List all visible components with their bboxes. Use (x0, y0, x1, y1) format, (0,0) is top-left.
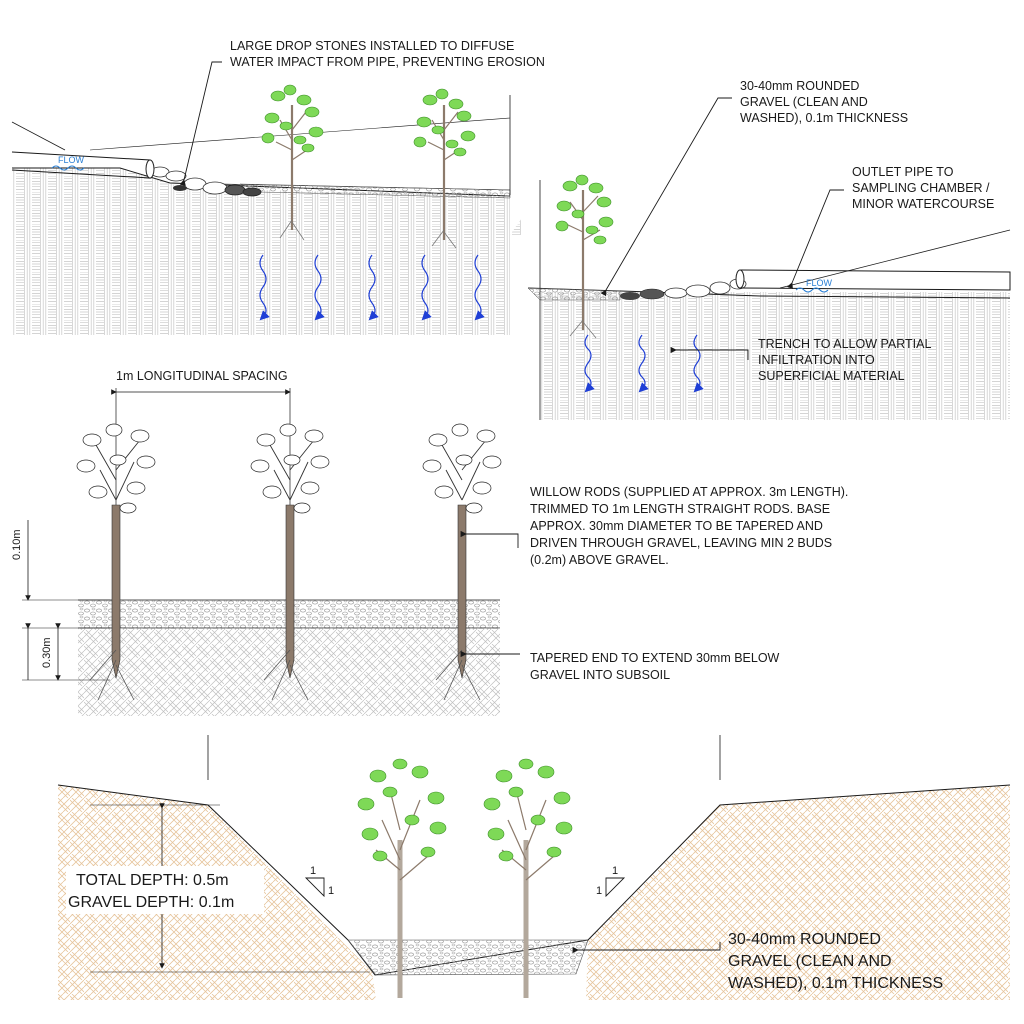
willow-callout-line2: TRIMMED TO 1m LENGTH STRAIGHT RODS. BASE (530, 502, 830, 516)
willow-tree-bottom-2 (483, 758, 573, 998)
drop-stones-callout-line1: LARGE DROP STONES INSTALLED TO DIFFUSE (230, 39, 514, 53)
slope-left-rise: 1 (310, 865, 316, 877)
trench-callout-line3: SUPERFICIAL MATERIAL (758, 369, 905, 383)
tapered-callout-line2: GRAVEL INTO SUBSOIL (530, 668, 670, 682)
middle-section: 1m LONGITUDINAL SPACING 0.10m 0.30m (11, 369, 848, 716)
willow-callout-line1: WILLOW RODS (SUPPLIED AT APPROX. 3m LENG… (530, 485, 848, 499)
willow-tree-top-left-2 (413, 88, 476, 249)
outlet-callout-line3: MINOR WATERCOURSE (852, 197, 994, 211)
gravel-callout-bottom-line1: 30-40mm ROUNDED (728, 931, 881, 948)
willow-tree-top-right (555, 174, 614, 339)
spacing-dimension: 1m LONGITUDINAL SPACING (111, 369, 291, 520)
bottom-section: TOTAL DEPTH: 0.5m GRAVEL DEPTH: 0.1m 1 1… (57, 735, 1011, 1000)
slope-right-run: 1 (596, 885, 602, 897)
depth-dimensions: 0.10m 0.30m (11, 520, 110, 681)
willow-rod-1 (76, 423, 156, 701)
tapered-callout-line1: TAPERED END TO EXTEND 30mm BELOW (530, 651, 780, 665)
top-right-section: FLOW 30-40mm ROUNDED GRAVEL (CLEAN AND W… (527, 79, 1011, 420)
dim-label-upper: 0.10m (11, 529, 23, 560)
willow-tree-top-left-1 (261, 84, 324, 241)
outlet-callout-line1: OUTLET PIPE TO (852, 165, 954, 179)
slope-indicator-right: 1 1 (596, 865, 626, 898)
outlet-callout-line2: SAMPLING CHAMBER / (852, 181, 990, 195)
gravel-callout-bottom-line3: WASHED), 0.1m THICKNESS (728, 975, 943, 992)
flow-label-left: FLOW (58, 155, 85, 165)
willow-callout-line5: (0.2m) ABOVE GRAVEL. (530, 553, 669, 567)
gravel-callout-top-line1: 30-40mm ROUNDED (740, 79, 859, 93)
willow-callout-line3: APPROX. 30mm DIAMETER TO BE TAPERED AND (530, 519, 823, 533)
inlet-pipe (11, 151, 155, 179)
infiltration-arrows-right (584, 334, 704, 393)
total-depth-label: TOTAL DEPTH: 0.5m (76, 872, 229, 889)
gravel-callout-top-line3: WASHED), 0.1m THICKNESS (740, 111, 908, 125)
slope-left-run: 1 (328, 885, 334, 897)
infiltration-arrows-left (259, 254, 485, 321)
dim-label-lower: 0.30m (41, 637, 53, 668)
willow-tree-bottom-1 (357, 758, 447, 998)
trench-callout-line1: TRENCH TO ALLOW PARTIAL (758, 337, 931, 351)
gravel-depth-label: GRAVEL DEPTH: 0.1m (68, 894, 234, 911)
drop-stones-callout-line2: WATER IMPACT FROM PIPE, PREVENTING EROSI… (230, 55, 545, 69)
flow-label-right: FLOW (806, 278, 833, 288)
willow-rod-2 (250, 423, 330, 701)
willow-rod-3 (422, 423, 502, 701)
gravel-callout-top-line2: GRAVEL (CLEAN AND (740, 95, 868, 109)
trench-callout-line2: INFILTRATION INTO (758, 353, 875, 367)
willow-callout-line4: DRIVEN THROUGH GRAVEL, LEAVING MIN 2 BUD… (530, 536, 832, 550)
spacing-label: 1m LONGITUDINAL SPACING (116, 369, 288, 383)
top-left-section: FLOW LARGE DROP STONES INSTALLED TO DIFF… (11, 39, 545, 335)
slope-right-rise: 1 (612, 865, 618, 877)
outlet-pipe (735, 229, 1011, 291)
drop-stones (150, 166, 262, 197)
gravel-callout-bottom-line2: GRAVEL (CLEAN AND (728, 953, 892, 970)
slope-indicator-left: 1 1 (304, 865, 334, 898)
